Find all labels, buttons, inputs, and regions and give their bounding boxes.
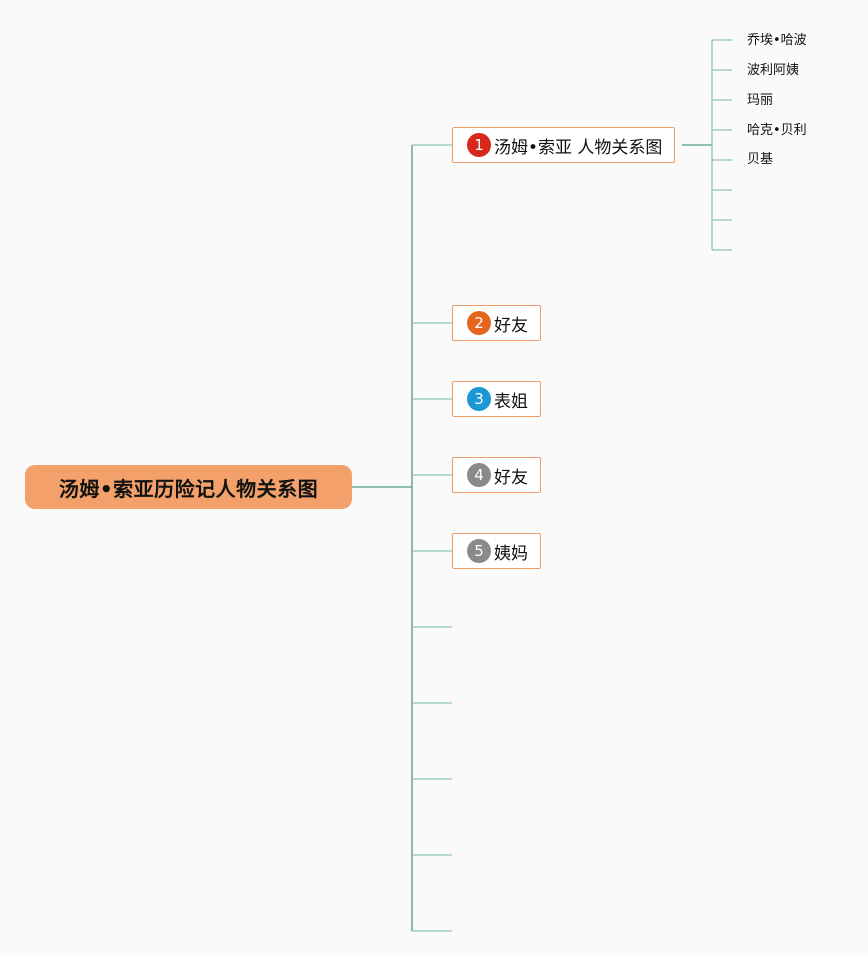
branch-topic-4[interactable]: 4 好友: [452, 457, 541, 493]
branch-topic-4-label: 好友: [494, 467, 528, 488]
branch-topic-1[interactable]: 1 汤姆•索亚 人物关系图: [452, 127, 676, 163]
branch-topic-2[interactable]: 2 好友: [452, 305, 541, 341]
number-badge-1: 1: [467, 133, 491, 157]
subtopic-1[interactable]: 乔埃•哈波: [747, 33, 807, 48]
root-topic-label: 汤姆•索亚历险记人物关系图: [58, 476, 319, 501]
subtopic-5[interactable]: 贝基: [747, 152, 774, 167]
branch-topic-2-label: 好友: [494, 315, 528, 336]
branch-topic-3[interactable]: 3 表姐: [452, 381, 541, 417]
number-badge-3: 3: [467, 387, 491, 411]
branch-topic-3-label: 表姐: [494, 391, 528, 412]
number-badge-5: 5: [467, 539, 491, 563]
branch-topic-1-label: 汤姆•索亚 人物关系图: [494, 137, 663, 158]
branch-topic-5-label: 姨妈: [494, 543, 528, 564]
subtopic-2[interactable]: 波利阿姨: [747, 63, 800, 78]
subtopic-3[interactable]: 玛丽: [747, 93, 774, 108]
subtopic-4[interactable]: 哈克•贝利: [747, 123, 807, 138]
root-topic[interactable]: 汤姆•索亚历险记人物关系图: [25, 465, 352, 509]
number-badge-2: 2: [467, 311, 491, 335]
number-badge-4: 4: [467, 463, 491, 487]
branch-topic-5[interactable]: 5 姨妈: [452, 533, 541, 569]
